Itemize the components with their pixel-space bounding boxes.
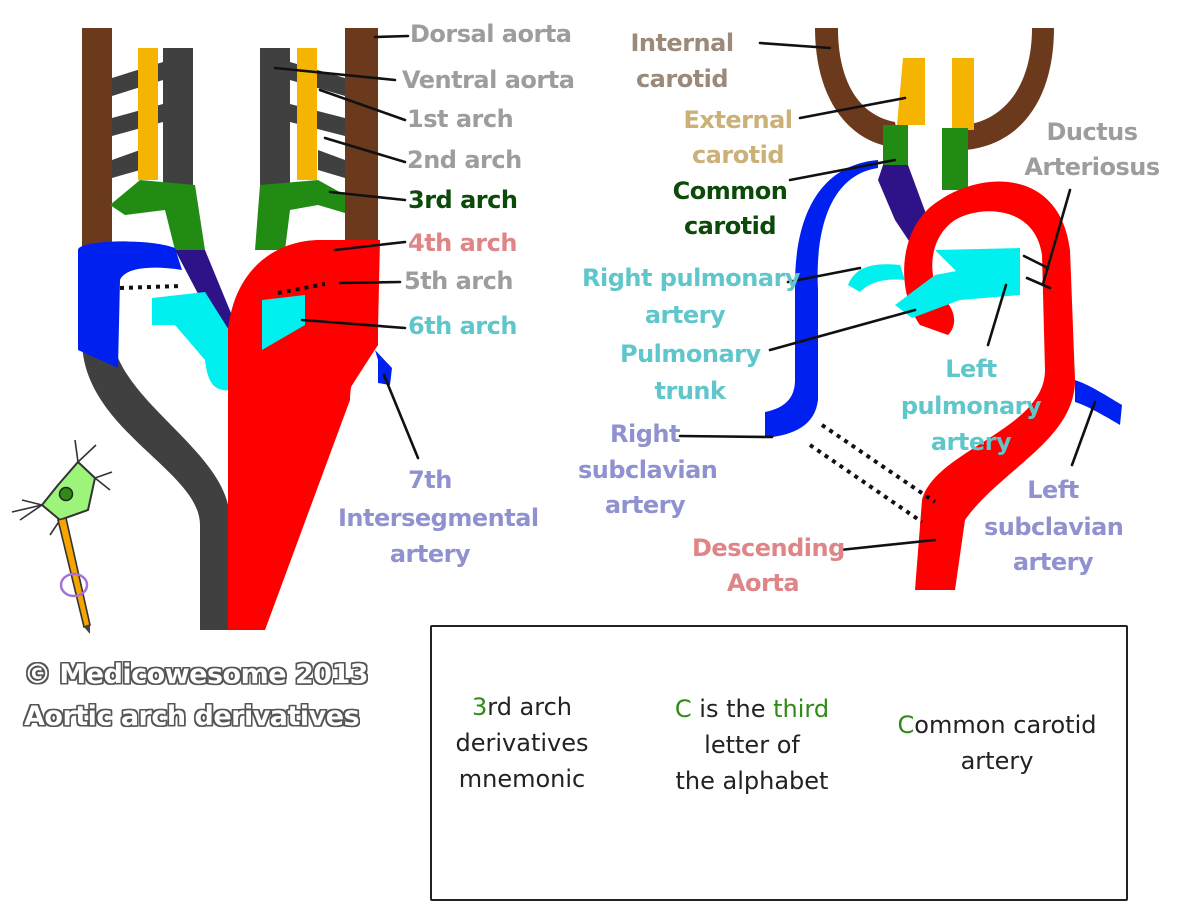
label-left-pulmonary-3: artery xyxy=(930,428,1012,456)
label-seg7-line1: 7th xyxy=(408,466,452,494)
label-arch6: 6th arch xyxy=(408,312,517,340)
seg7-blue xyxy=(375,350,392,385)
aortic-arch-red xyxy=(904,181,1075,590)
neuron-pencil-logo xyxy=(11,439,113,634)
embryonic-arches xyxy=(78,28,420,630)
mnemonic-col3-rest: ommon carotid xyxy=(914,711,1097,739)
label-common-carotid-2: carotid xyxy=(683,212,777,240)
left-pulmonary-cyan xyxy=(935,248,1020,275)
label-pulmonary-trunk-1: Pulmonary xyxy=(620,340,761,368)
label-internal-carotid-1: Internal xyxy=(630,29,734,57)
left-ventral-aorta xyxy=(163,48,193,190)
label-descending-aorta-1: Descending xyxy=(692,534,845,562)
right-common-carotid xyxy=(883,125,908,165)
mnemonic-col1-number: 3 xyxy=(471,693,488,721)
mnemonic-col2-line2: letter of xyxy=(704,731,800,759)
label-left-pulmonary-2: pulmonary xyxy=(900,392,1042,420)
label-internal-carotid-2: carotid xyxy=(635,65,729,93)
label-arch4: 4th arch xyxy=(408,229,517,257)
label-seg7-line2: Intersegmental xyxy=(338,504,539,532)
mnemonic-col2-c: C xyxy=(674,695,692,723)
label-arch1: 1st arch xyxy=(407,105,514,133)
right-dorsal-aorta xyxy=(345,28,378,250)
arch-right-lower xyxy=(318,150,345,178)
label-right-subclavian-3: artery xyxy=(604,491,686,519)
right-ventral-aorta xyxy=(260,48,290,190)
arch3-left xyxy=(110,180,205,250)
label-descending-aorta-2: Aorta xyxy=(726,569,800,597)
left-external-carotid xyxy=(138,48,158,180)
mnemonic-col1-line3: mnemonic xyxy=(458,765,586,793)
label-left-subclavian-1: Left xyxy=(1027,476,1079,504)
left-dorsal-lower xyxy=(82,250,230,630)
mnemonic-col1-rest: rd arch xyxy=(487,693,573,721)
label-right-subclavian-2: subclavian xyxy=(578,456,718,484)
pulmonary-trunk-cyan xyxy=(895,260,1020,318)
label-seg7-line3: artery xyxy=(389,540,471,568)
mnemonic-col3-line2: artery xyxy=(960,747,1034,775)
mnemonic-col2-mid: is the xyxy=(691,695,774,723)
arch5-dots-right xyxy=(277,282,326,295)
arch5-dots-left xyxy=(119,284,181,290)
arch6-right-cyan xyxy=(262,295,305,350)
right-internal-carotid xyxy=(815,28,900,148)
copyright-text: © Medicowesome 2013 xyxy=(24,659,369,690)
left-subclavian-vessel xyxy=(1075,380,1122,425)
label-common-carotid-1: Common xyxy=(672,177,788,205)
label-external-carotid-2: carotid xyxy=(691,141,785,169)
label-dorsal-aorta: Dorsal aorta xyxy=(410,20,572,48)
left-dorsal-aorta xyxy=(82,28,112,250)
right-pulmonary-cyan xyxy=(848,264,905,292)
mnemonic-box: 3rd arch derivatives mnemonic C is the t… xyxy=(430,625,1128,901)
mnemonic-col1: 3rd arch derivatives mnemonic xyxy=(432,689,612,797)
label-arch3: 3rd arch xyxy=(408,186,518,214)
arch4-left-blue xyxy=(78,241,182,368)
left-common-carotid xyxy=(942,128,968,190)
arch6-left-cyan xyxy=(152,292,232,391)
adult-derivatives xyxy=(678,28,1122,590)
label-ventral-aorta: Ventral aorta xyxy=(402,66,575,94)
label-pulmonary-trunk-2: trunk xyxy=(654,377,726,405)
left-external-carotid-adult xyxy=(952,58,974,130)
arch3-right xyxy=(255,180,345,250)
mnemonic-col3-c: C xyxy=(897,711,915,739)
label-external-carotid-1: External xyxy=(683,106,793,134)
label-left-pulmonary-1: Left xyxy=(945,355,997,383)
label-arch2: 2nd arch xyxy=(407,146,522,174)
mnemonic-col1-line2: derivatives xyxy=(455,729,589,757)
label-right-subclavian-1: Right xyxy=(610,420,680,448)
label-ductus-2: Arteriosus xyxy=(1024,153,1160,181)
caption-text: Aortic arch derivatives xyxy=(24,701,360,732)
mnemonic-col3: Common carotid artery xyxy=(882,707,1112,779)
red-descending xyxy=(228,300,378,630)
mnemonic-col2: C is the third letter of the alphabet xyxy=(652,691,852,799)
label-left-subclavian-2: subclavian xyxy=(984,513,1124,541)
right-external-carotid xyxy=(297,48,317,180)
right-subclavian-vessel xyxy=(765,160,878,438)
left-internal-carotid xyxy=(965,28,1054,150)
label-right-pulmonary-1: Right pulmonary xyxy=(582,264,801,292)
right-external-carotid-adult xyxy=(897,58,925,125)
label-arch5: 5th arch xyxy=(404,267,513,295)
label-ductus-1: Ductus xyxy=(1046,118,1138,146)
label-right-pulmonary-2: artery xyxy=(644,301,726,329)
mnemonic-col2-third: third xyxy=(773,695,830,723)
arch-left-lower xyxy=(112,150,140,178)
label-left-subclavian-3: artery xyxy=(1012,548,1094,576)
mnemonic-col2-line3: the alphabet xyxy=(675,767,829,795)
